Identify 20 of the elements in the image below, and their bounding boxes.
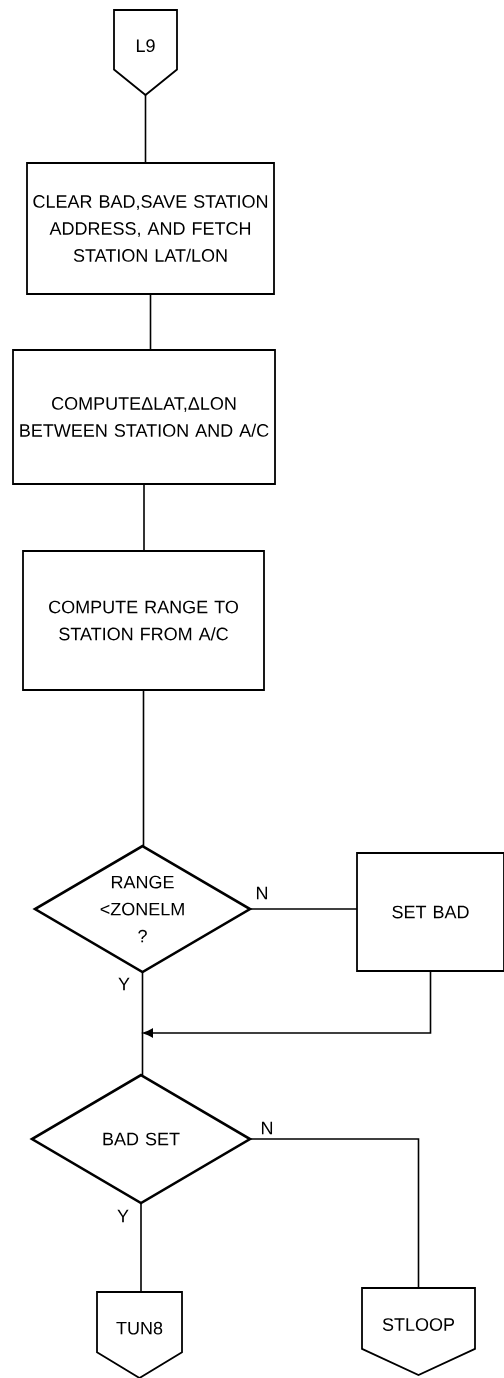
off-page-connector: TUN8 xyxy=(96,1291,183,1378)
process-box: CLEAR BAD,SAVE STATION ADDRESS, AND FETCH STATION LAT/LON xyxy=(26,162,275,295)
edge-label: Y xyxy=(116,1208,130,1224)
off-page-connector: L9 xyxy=(113,9,178,97)
connector-line xyxy=(143,483,145,552)
connector-line xyxy=(142,689,145,847)
process-box: SET BAD xyxy=(356,852,504,972)
off-page-connector: STLOOP xyxy=(361,1287,476,1376)
connector-line xyxy=(249,908,358,910)
connector-line xyxy=(140,1202,142,1293)
connector-line xyxy=(143,970,432,1038)
connector-line xyxy=(141,971,144,1076)
edge-label: Y xyxy=(117,976,131,992)
connector-line xyxy=(149,293,152,351)
edge-label: N xyxy=(259,1120,275,1136)
process-box: COMPUTE RANGE TO STATION FROM A/C xyxy=(22,550,265,691)
connector-line xyxy=(144,94,147,164)
edge-label: N xyxy=(254,885,270,901)
connector-line xyxy=(249,1138,420,1289)
process-box: COMPUTEΔLAT,ΔLON BETWEEN STATION AND A/C xyxy=(12,349,276,485)
